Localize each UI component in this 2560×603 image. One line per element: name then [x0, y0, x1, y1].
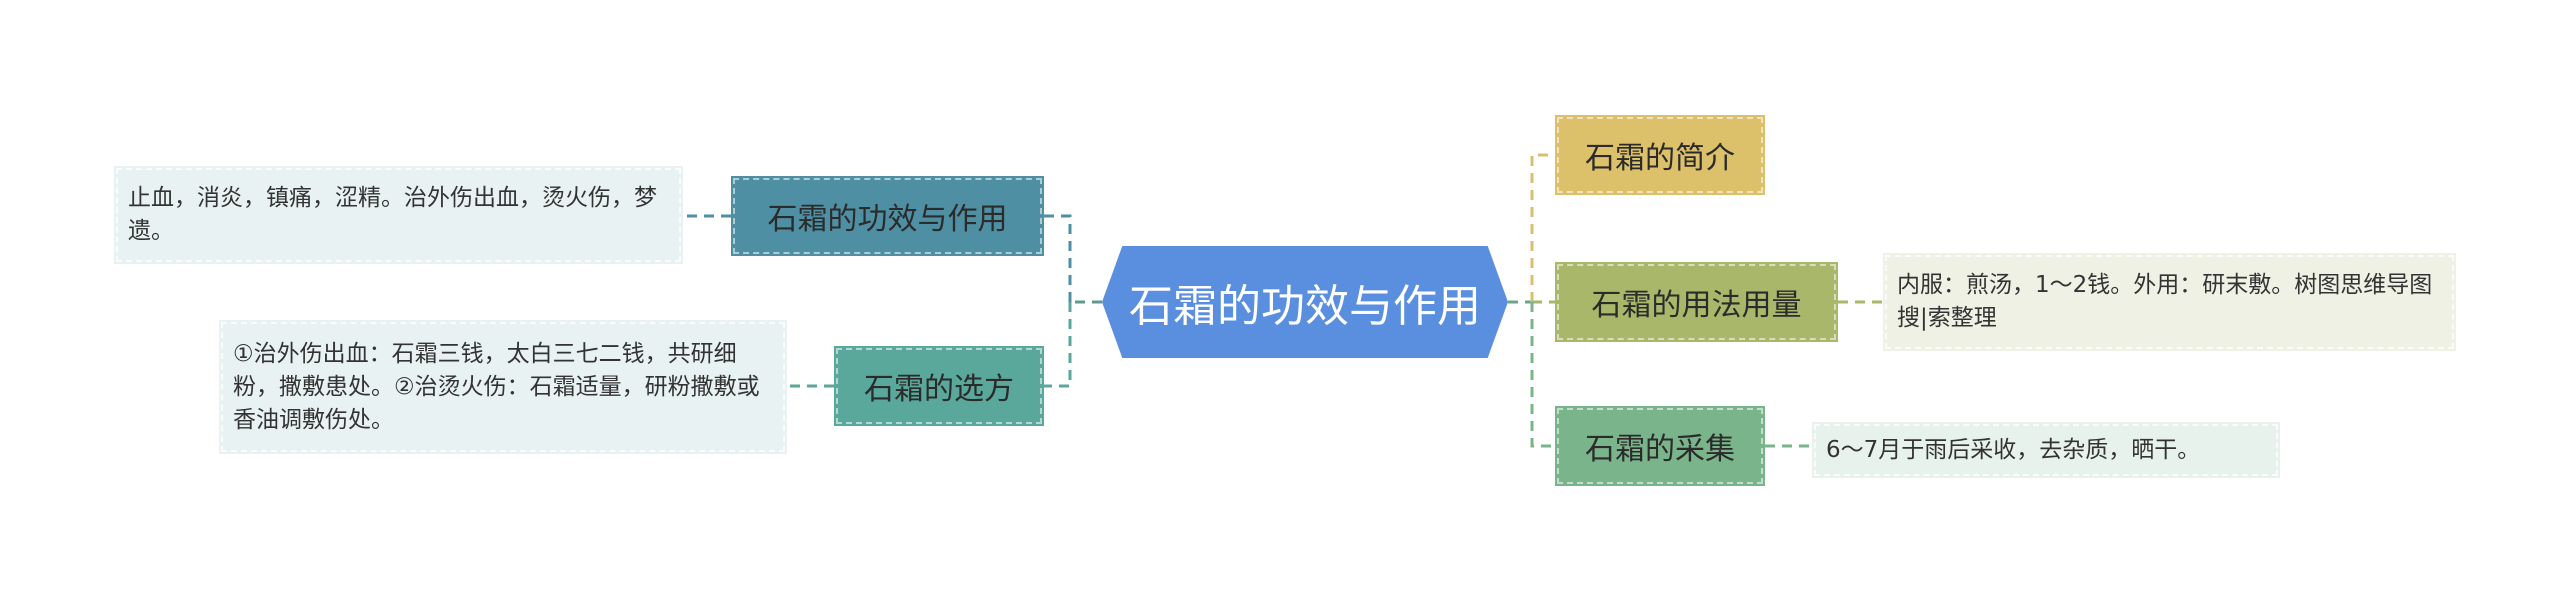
topic-harvest-label: 石霜的采集 — [1585, 432, 1735, 467]
topic-intro-label: 石霜的简介 — [1585, 141, 1735, 176]
topic-harvest[interactable]: 石霜的采集 — [1555, 406, 1765, 486]
connector-left-2 — [1044, 302, 1072, 388]
detail-efficacy: 止血，消炎，镇痛，涩精。治外伤出血，烫火伤，梦遗。 — [114, 166, 683, 264]
connector-right-3 — [1530, 302, 1555, 448]
topic-usage-label: 石霜的用法用量 — [1591, 288, 1802, 323]
detail-efficacy-text: 止血，消炎，镇痛，涩精。治外伤出血，烫火伤，梦遗。 — [128, 185, 657, 244]
connector-left-1 — [1044, 214, 1072, 302]
detail-usage: 内服：煎汤，1～2钱。外用：研末敷。树图思维导图搜|索整理 — [1883, 253, 2456, 351]
connector-right-1 — [1530, 153, 1555, 302]
detail-harvest-text: 6～7月于雨后采收，去杂质，晒干。 — [1826, 436, 2201, 463]
central-topic-label: 石霜的功效与作用 — [1129, 281, 1481, 332]
detail-prescription-text: ①治外伤出血：石霜三钱，太白三七二钱，共研细粉，撒敷患处。②治烫火伤：石霜适量，… — [233, 340, 760, 433]
topic-prescription[interactable]: 石霜的选方 — [834, 346, 1044, 426]
topic-efficacy-label: 石霜的功效与作用 — [767, 202, 1008, 237]
detail-prescription: ①治外伤出血：石霜三钱，太白三七二钱，共研细粉，撒敷患处。②治烫火伤：石霜适量，… — [219, 320, 787, 454]
detail-usage-text: 内服：煎汤，1～2钱。外用：研末敷。树图思维导图搜|索整理 — [1897, 272, 2433, 331]
topic-prescription-label: 石霜的选方 — [864, 372, 1014, 407]
topic-usage[interactable]: 石霜的用法用量 — [1555, 262, 1838, 342]
topic-intro[interactable]: 石霜的简介 — [1555, 115, 1765, 195]
central-topic[interactable]: 石霜的功效与作用 — [1102, 246, 1508, 358]
detail-harvest: 6～7月于雨后采收，去杂质，晒干。 — [1812, 422, 2280, 478]
topic-efficacy[interactable]: 石霜的功效与作用 — [731, 176, 1044, 256]
